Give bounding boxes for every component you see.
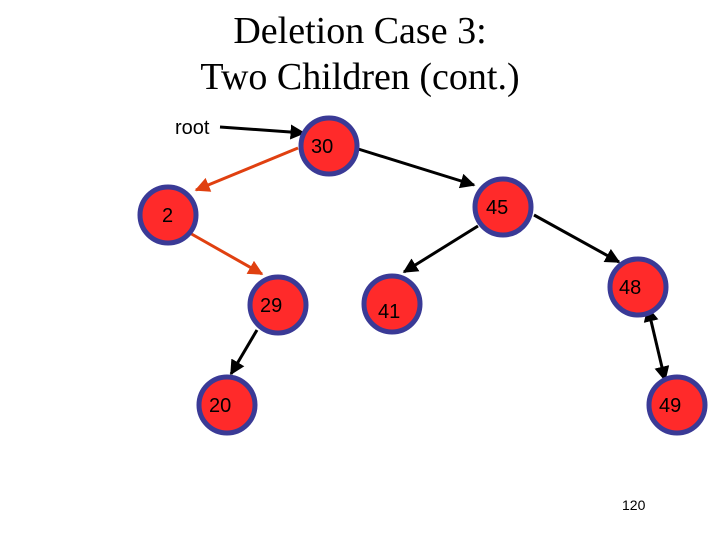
tree-node: 49 [646, 374, 708, 436]
tree-node: 30 [298, 115, 360, 177]
node-label: 41 [378, 301, 400, 323]
node-circle [298, 115, 360, 177]
title-line-1: Deletion Case 3: [233, 10, 487, 52]
node-label: 30 [311, 136, 333, 158]
node-label: 2 [162, 205, 173, 227]
slide-title: Deletion Case 3: Two Children (cont.) [0, 8, 720, 100]
tree-node: 41 [361, 273, 423, 335]
node-circle [247, 274, 309, 336]
edge-2-29 [187, 230, 264, 276]
node-circle [137, 184, 199, 246]
edge-48-49 [643, 306, 670, 382]
node-circle [646, 374, 708, 436]
node-circle [472, 176, 534, 238]
node-label: 20 [209, 395, 231, 417]
edge-root-30 [219, 124, 306, 140]
tree-node: 29 [247, 274, 309, 336]
tree-node: 20 [196, 374, 258, 436]
edge-45-41 [402, 224, 479, 274]
node-label: 45 [486, 197, 508, 219]
title-line-2: Two Children (cont.) [200, 56, 520, 98]
tree-node: 2 [137, 184, 199, 246]
root-pointer-label: root [175, 117, 210, 139]
node-label: 29 [260, 295, 282, 317]
node-circle [607, 256, 669, 318]
nodes: 30 2 45 29 41 48 20 49 [137, 115, 708, 436]
node-label: 49 [659, 395, 681, 417]
page-number: 120 [622, 497, 646, 513]
edge-45-48 [533, 213, 621, 264]
edge-29-20 [229, 329, 259, 376]
edges [187, 124, 670, 382]
edge-30-2 [194, 146, 299, 192]
node-label: 48 [619, 277, 641, 299]
tree-node: 48 [607, 256, 669, 318]
node-circle [361, 273, 423, 335]
node-circle [196, 374, 258, 436]
tree-node: 45 [472, 176, 534, 238]
edge-30-45 [354, 146, 476, 189]
